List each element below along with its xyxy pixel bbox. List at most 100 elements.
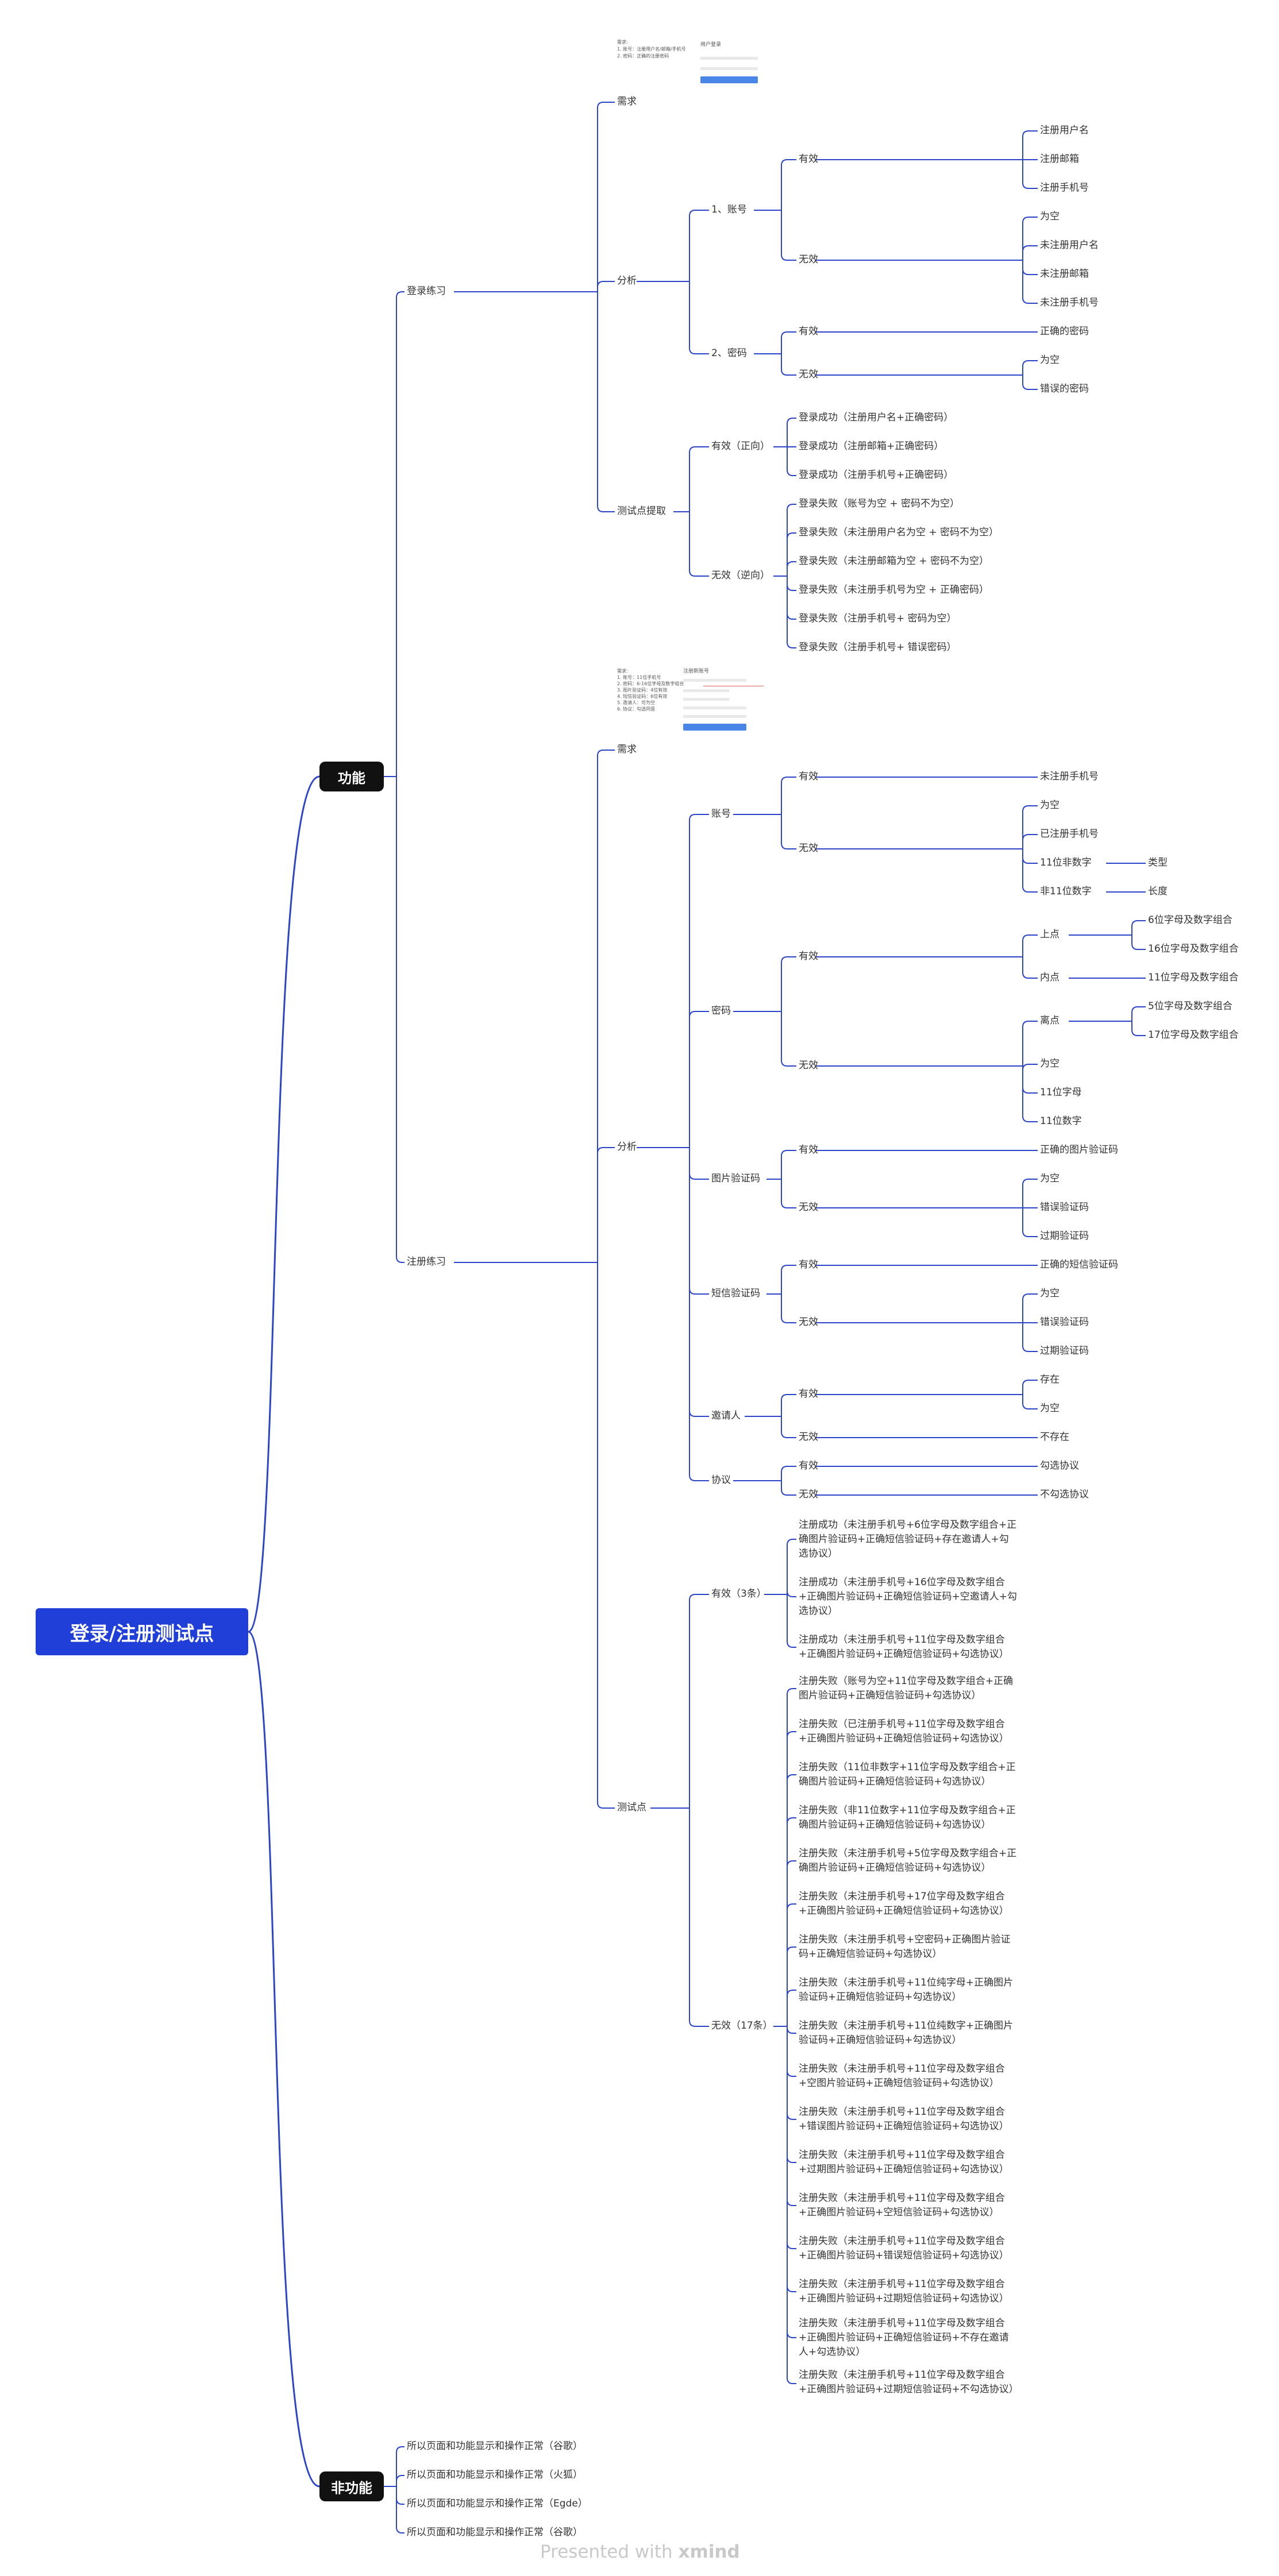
- reg-tp-invalid-2[interactable]: 注册失败（11位非数字+11位字母及数字组合+正确图片验证码+正确短信验证码+勾…: [799, 1762, 1016, 1787]
- reg-tp-valid[interactable]: 有效（3条）: [711, 1588, 766, 1600]
- reg-pwd-inner[interactable]: 内点: [1040, 972, 1060, 983]
- login-tp-valid-1[interactable]: 登录成功（注册邮箱+正确密码）: [799, 441, 944, 452]
- reg-tp-invalid[interactable]: 无效（17条）: [711, 2020, 773, 2032]
- reg-pwd-invalid-2[interactable]: 11位数字: [1040, 1115, 1082, 1127]
- reg-pwd-upper-0[interactable]: 6位字母及数字组合: [1148, 914, 1232, 926]
- reg-tp-invalid-0[interactable]: 注册失败（账号为空+11位字母及数字组合+正确图片验证码+正确短信验证码+勾选协…: [799, 1675, 1014, 1701]
- reg-pwd[interactable]: 密码: [711, 1005, 731, 1017]
- reg-inviter[interactable]: 邀请人: [711, 1410, 741, 1422]
- reg-tp-invalid-16[interactable]: 注册失败（未注册手机号+11位字母及数字组合+正确图片验证码+过期短信验证码+不…: [799, 2369, 1019, 2395]
- reg-tp-invalid-12[interactable]: 注册失败（未注册手机号+11位字母及数字组合+正确图片验证码+空短信验证码+勾选…: [799, 2192, 1005, 2218]
- reg-analysis[interactable]: 分析: [617, 1141, 637, 1153]
- reg-img[interactable]: 图片验证码: [711, 1173, 760, 1184]
- login-tp-invalid-1[interactable]: 登录失败（未注册用户名为空 + 密码不为空）: [799, 527, 999, 538]
- reg-img-invalid[interactable]: 无效: [799, 1202, 818, 1213]
- login-pwd-invalid[interactable]: 无效: [799, 369, 818, 380]
- reg-acct-invalid-2[interactable]: 11位非数字: [1040, 857, 1092, 868]
- reg-pwd-off[interactable]: 离点: [1040, 1015, 1060, 1026]
- login-tp-invalid[interactable]: 无效（逆向）: [711, 570, 770, 581]
- reg-tp-valid-0[interactable]: 注册成功（未注册手机号+6位字母及数字组合+正确图片验证码+正确短信验证码+存在…: [799, 1519, 1017, 1559]
- reg-tp-invalid-6[interactable]: 注册失败（未注册手机号+空密码+正确图片验证码+正确短信验证码+勾选协议）: [799, 1934, 1011, 1960]
- login-tp[interactable]: 测试点提取: [617, 505, 666, 517]
- login-acct-valid-2[interactable]: 注册手机号: [1040, 182, 1089, 194]
- reg-acct-invalid[interactable]: 无效: [799, 843, 818, 854]
- reg-pwd-valid[interactable]: 有效: [799, 951, 818, 962]
- reg-sms-invalid-1[interactable]: 错误验证码: [1040, 1316, 1089, 1328]
- login-tp-valid-0[interactable]: 登录成功（注册用户名+正确密码）: [799, 412, 954, 423]
- login-acct-valid[interactable]: 有效: [799, 153, 818, 165]
- login-tp-invalid-5[interactable]: 登录失败（注册手机号+ 错误密码）: [799, 642, 957, 653]
- reg-sms-invalid-2[interactable]: 过期验证码: [1040, 1345, 1089, 1357]
- topic-nonfunctional[interactable]: 非功能: [319, 2471, 384, 2501]
- reg-acct-invalid-1[interactable]: 已注册手机号: [1040, 828, 1099, 840]
- nonfunc-item-0[interactable]: 所以页面和功能显示和操作正常（谷歌）: [407, 2440, 583, 2452]
- reg-pwd-off-1[interactable]: 17位字母及数字组合: [1148, 1029, 1239, 1041]
- reg-sms-valid[interactable]: 有效: [799, 1259, 818, 1270]
- reg-acct-type[interactable]: 类型: [1148, 857, 1168, 868]
- reg-agree-valid-item[interactable]: 勾选协议: [1040, 1460, 1079, 1472]
- reg-acct-invalid-0[interactable]: 为空: [1040, 800, 1060, 811]
- reg-agree[interactable]: 协议: [711, 1474, 731, 1486]
- login-tp-valid-2[interactable]: 登录成功（注册手机号+正确密码）: [799, 469, 954, 481]
- reg-inv-valid-0[interactable]: 存在: [1040, 1374, 1060, 1385]
- login-acct-invalid-0[interactable]: 为空: [1040, 211, 1060, 222]
- login-acct-invalid-2[interactable]: 未注册邮箱: [1040, 268, 1089, 280]
- reg-sms[interactable]: 短信验证码: [711, 1288, 760, 1299]
- reg-acct[interactable]: 账号: [711, 808, 731, 820]
- login-analysis[interactable]: 分析: [617, 275, 637, 287]
- reg-pwd-invalid-1[interactable]: 11位字母: [1040, 1087, 1082, 1098]
- topic-login-practice[interactable]: 登录练习: [407, 285, 446, 297]
- reg-tp-invalid-5[interactable]: 注册失败（未注册手机号+17位字母及数字组合+正确图片验证码+正确短信验证码+勾…: [799, 1891, 1009, 1917]
- reg-agree-invalid-item[interactable]: 不勾选协议: [1040, 1489, 1089, 1500]
- reg-tp-invalid-4[interactable]: 注册失败（未注册手机号+5位字母及数字组合+正确图片验证码+正确短信验证码+勾选…: [799, 1848, 1017, 1874]
- reg-tp-invalid-10[interactable]: 注册失败（未注册手机号+11位字母及数字组合+错误图片验证码+正确短信验证码+勾…: [799, 2106, 1009, 2132]
- login-req[interactable]: 需求: [617, 96, 637, 107]
- reg-pwd-upper[interactable]: 上点: [1040, 929, 1060, 940]
- reg-img-valid-item[interactable]: 正确的图片验证码: [1040, 1144, 1118, 1156]
- login-acct[interactable]: 1、账号: [711, 204, 747, 215]
- reg-inv-invalid-item[interactable]: 不存在: [1040, 1431, 1069, 1443]
- reg-tp-invalid-1[interactable]: 注册失败（已注册手机号+11位字母及数字组合+正确图片验证码+正确短信验证码+勾…: [799, 1718, 1009, 1744]
- reg-pwd-upper-1[interactable]: 16位字母及数字组合: [1148, 943, 1239, 955]
- reg-tp-invalid-9[interactable]: 注册失败（未注册手机号+11位字母及数字组合+空图片验证码+正确短信验证码+勾选…: [799, 2063, 1005, 2089]
- reg-inv-valid-1[interactable]: 为空: [1040, 1403, 1060, 1414]
- reg-tp-invalid-8[interactable]: 注册失败（未注册手机号+11位纯数字+正确图片验证码+正确短信验证码+勾选协议）: [799, 2020, 1014, 2046]
- reg-agree-valid[interactable]: 有效: [799, 1460, 818, 1472]
- reg-acct-invalid-3[interactable]: 非11位数字: [1040, 886, 1092, 897]
- topic-register-practice[interactable]: 注册练习: [407, 1256, 446, 1268]
- login-acct-invalid-1[interactable]: 未注册用户名: [1040, 240, 1099, 251]
- reg-sms-valid-item[interactable]: 正确的短信验证码: [1040, 1259, 1118, 1270]
- reg-pwd-inner-item[interactable]: 11位字母及数字组合: [1148, 972, 1239, 983]
- login-tp-invalid-3[interactable]: 登录失败（未注册手机号为空 + 正确密码）: [799, 584, 989, 596]
- reg-acct-valid-item[interactable]: 未注册手机号: [1040, 771, 1099, 782]
- reg-tp-valid-1[interactable]: 注册成功（未注册手机号+16位字母及数字组合+正确图片验证码+正确短信验证码+空…: [799, 1577, 1017, 1617]
- login-acct-invalid[interactable]: 无效: [799, 254, 818, 265]
- reg-sms-invalid[interactable]: 无效: [799, 1316, 818, 1328]
- reg-tp-invalid-14[interactable]: 注册失败（未注册手机号+11位字母及数字组合+正确图片验证码+过期短信验证码+勾…: [799, 2278, 1009, 2304]
- login-tp-invalid-2[interactable]: 登录失败（未注册邮箱为空 + 密码不为空）: [799, 555, 989, 567]
- login-tp-invalid-4[interactable]: 登录失败（注册手机号+ 密码为空）: [799, 613, 957, 624]
- login-pwd-invalid-0[interactable]: 为空: [1040, 354, 1060, 366]
- reg-inv-valid[interactable]: 有效: [799, 1388, 818, 1400]
- reg-pwd-invalid[interactable]: 无效: [799, 1060, 818, 1071]
- login-tp-invalid-0[interactable]: 登录失败（账号为空 + 密码不为空）: [799, 498, 960, 509]
- reg-tp[interactable]: 测试点: [617, 1802, 646, 1813]
- topic-functional[interactable]: 功能: [319, 762, 384, 791]
- root-topic[interactable]: 登录/注册测试点: [36, 1608, 248, 1655]
- reg-tp-invalid-7[interactable]: 注册失败（未注册手机号+11位纯字母+正确图片验证码+正确短信验证码+勾选协议）: [799, 1977, 1014, 2003]
- nonfunc-item-3[interactable]: 所以页面和功能显示和操作正常（谷歌）: [407, 2527, 583, 2538]
- login-acct-valid-1[interactable]: 注册邮箱: [1040, 153, 1079, 165]
- reg-sms-invalid-0[interactable]: 为空: [1040, 1288, 1060, 1299]
- reg-tp-valid-2[interactable]: 注册成功（未注册手机号+11位字母及数字组合+正确图片验证码+正确短信验证码+勾…: [799, 1634, 1009, 1660]
- reg-acct-length[interactable]: 长度: [1148, 886, 1168, 897]
- login-acct-invalid-3[interactable]: 未注册手机号: [1040, 297, 1099, 308]
- login-pwd-valid-item[interactable]: 正确的密码: [1040, 326, 1089, 337]
- nonfunc-item-1[interactable]: 所以页面和功能显示和操作正常（火狐）: [407, 2469, 583, 2481]
- login-pwd[interactable]: 2、密码: [711, 347, 747, 359]
- login-tp-valid[interactable]: 有效（正向）: [711, 441, 770, 452]
- reg-agree-invalid[interactable]: 无效: [799, 1489, 818, 1500]
- reg-img-invalid-0[interactable]: 为空: [1040, 1173, 1060, 1184]
- nonfunc-item-2[interactable]: 所以页面和功能显示和操作正常（Egde）: [407, 2498, 588, 2509]
- login-acct-valid-0[interactable]: 注册用户名: [1040, 125, 1089, 136]
- reg-pwd-invalid-0[interactable]: 为空: [1040, 1058, 1060, 1069]
